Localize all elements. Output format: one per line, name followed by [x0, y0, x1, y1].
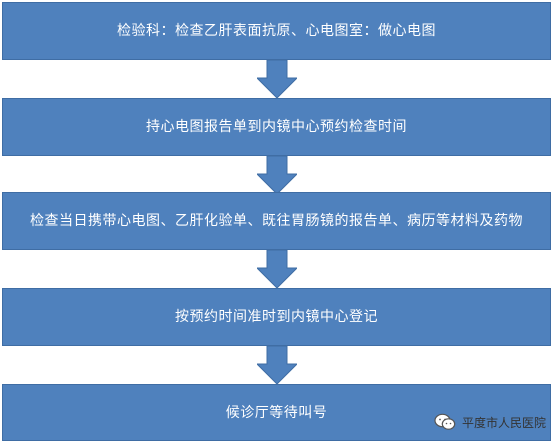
- step-box-3: 检查当日携带心电图、乙肝化验单、既往胃肠镜的报告单、病历等材料及药物: [2, 192, 551, 250]
- step-box-1: 检验科：检查乙肝表面抗原、心电图室：做心电图: [2, 2, 551, 60]
- step-label-4: 按预约时间准时到内镜中心登记: [175, 309, 378, 325]
- down-arrow-icon: [257, 60, 297, 98]
- down-arrow-icon: [257, 346, 297, 384]
- step-label-1: 检验科：检查乙肝表面抗原、心电图室：做心电图: [117, 23, 436, 39]
- watermark-text: 平度市人民医院: [461, 415, 546, 430]
- step-box-5: 候诊厅等待叫号: [2, 384, 551, 441]
- step-label-5: 候诊厅等待叫号: [225, 404, 328, 421]
- step-label-3: 检查当日携带心电图、乙肝化验单、既往胃肠镜的报告单、病历等材料及药物: [30, 213, 523, 229]
- step-label-2: 持心电图报告单到内镜中心预约检查时间: [146, 119, 407, 135]
- down-arrow-icon: [257, 156, 297, 194]
- step-box-2: 持心电图报告单到内镜中心预约检查时间: [2, 98, 551, 156]
- wechat-icon: [434, 413, 456, 430]
- down-arrow-icon: [257, 250, 297, 288]
- step-box-4: 按预约时间准时到内镜中心登记: [2, 288, 551, 346]
- watermark: 平度市人民医院: [434, 413, 546, 431]
